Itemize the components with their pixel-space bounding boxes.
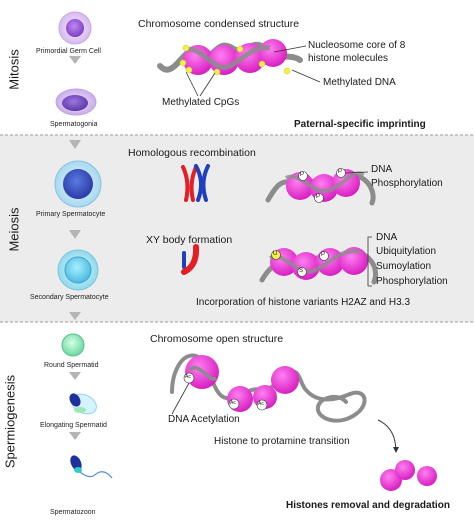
phospho-label-line2: Phosphorylation	[371, 178, 443, 189]
mitosis-leader-lines	[185, 45, 321, 97]
marker-ac-3: Ac	[258, 401, 264, 407]
marker-p-1: P	[300, 172, 305, 178]
mod-label-phosphorylation: Phosphorylation	[376, 276, 448, 287]
cell-label-elongating-spermatid: Elongating Spermatid	[40, 422, 107, 429]
mitosis-title: Chromosome condensed structure	[138, 18, 300, 30]
marker-s: S	[299, 268, 304, 274]
arrow-down-5	[69, 372, 81, 380]
cell-label-secondary-spermatocyte: Secondary Spermatocyte	[30, 294, 109, 301]
marker-ac-2: Ac	[230, 400, 236, 406]
phosphorylated-chromatin	[265, 168, 376, 206]
phospho-label-line1: DNA	[371, 164, 393, 175]
transition-label: Histone to protamine transition	[214, 436, 350, 447]
imprinting-label: Paternal-specific imprinting	[294, 119, 426, 130]
transition-arrow	[377, 419, 399, 453]
marker-ac-1: Ac	[185, 374, 191, 380]
modified-chromatin	[259, 236, 379, 287]
arrow-down-4	[69, 312, 81, 320]
mod-label-ubiquitylation: Ubiquitylation	[376, 246, 437, 257]
nucleosome-label-line1: Nucleosome core of 8	[308, 40, 406, 51]
stage-label-spermiogenesis: Spermiogenesis	[2, 374, 18, 469]
acetylation-label: DNA Acetylation	[168, 414, 240, 425]
primordial-germ-cell	[58, 11, 92, 45]
histone-variants-label: Incorporation of histone variants H2AZ a…	[196, 297, 411, 308]
nucleosome-label-line2: histone molecules	[308, 53, 389, 64]
secondary-spermatocyte	[57, 249, 99, 291]
spermatogonia	[55, 88, 97, 116]
mod-label-dna: DNA	[376, 232, 398, 243]
cell-label-round-spermatid: Round Spermatid	[44, 362, 99, 369]
spermio-title: Chromosome open structure	[150, 333, 284, 345]
cell-label-spermatogonia: Spermatogonia	[50, 121, 98, 128]
primary-spermatocyte	[54, 160, 102, 208]
mod-label-sumoylation: Sumoylation	[376, 261, 432, 272]
spermatozoon	[70, 455, 113, 479]
recombination-label: Homologous recombination	[128, 147, 256, 159]
open-chromatin	[170, 353, 367, 423]
arrow-down-6	[69, 432, 81, 440]
xy-body-label: XY body formation	[146, 234, 233, 246]
marker-p-4: P	[321, 252, 326, 258]
elongating-spermatid	[69, 393, 97, 415]
marker-p-2: P	[316, 194, 321, 200]
stage-label-meiosis: Meiosis	[6, 207, 22, 252]
stage-label-mitosis: Mitosis	[6, 49, 22, 90]
arrow-down-2	[69, 140, 81, 149]
cell-label-spermatozoon: Spermatozoon	[50, 509, 96, 516]
recombining-chromosomes	[181, 164, 210, 202]
round-spermatid	[61, 333, 85, 357]
cell-label-pgc: Primordial Germ Cell	[36, 48, 101, 55]
marker-p-3: P	[338, 169, 343, 175]
degraded-histones	[380, 460, 437, 491]
arrow-down-3	[69, 230, 81, 239]
marker-u: U	[273, 251, 278, 257]
arrow-down-1	[69, 56, 81, 64]
condensed-chromatin	[157, 39, 303, 76]
removal-label: Histones removal and degradation	[286, 500, 450, 511]
methylated-cpgs-label: Methylated CpGs	[162, 97, 240, 108]
cell-label-primary-spermatocyte: Primary Spermatocyte	[36, 211, 106, 218]
xy-chromosomes	[181, 244, 200, 275]
methylated-dna-label: Methylated DNA	[323, 77, 396, 88]
